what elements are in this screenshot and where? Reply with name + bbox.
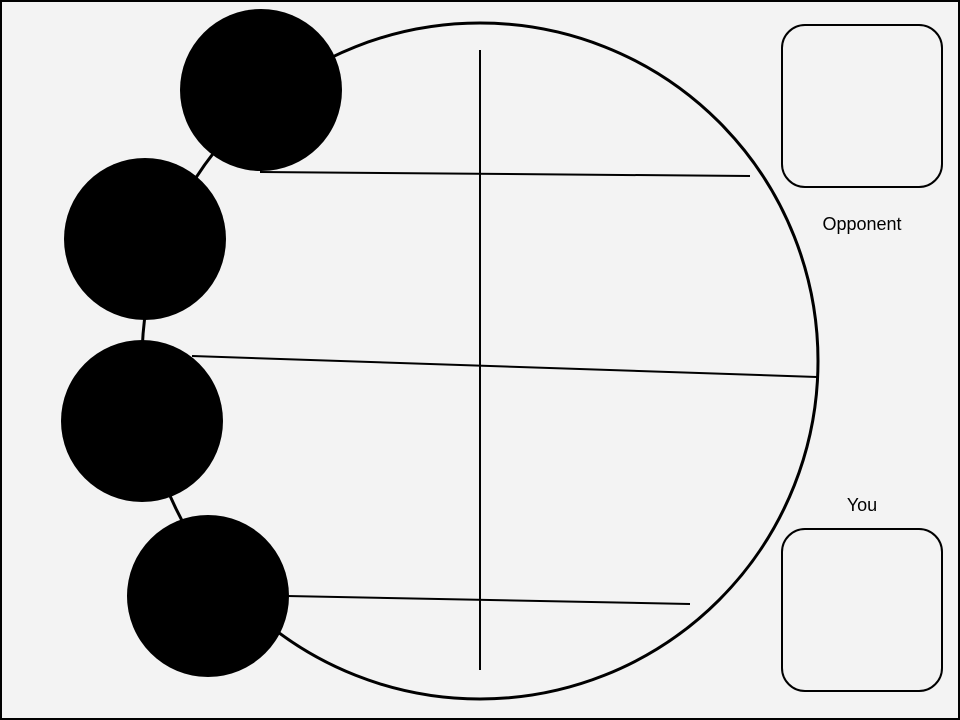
player-label: You [846,495,878,515]
opponent-avatar-slot [781,24,943,188]
board-line-top [259,171,751,177]
game-piece-3[interactable] [61,340,223,502]
board-line-bottom [286,595,691,605]
game-piece-4[interactable] [127,515,289,677]
board-line-middle [191,355,818,378]
opponent-label: Opponent [822,214,902,234]
game-piece-1[interactable] [180,9,342,171]
game-piece-2[interactable] [64,158,226,320]
player-avatar-slot [781,528,943,692]
